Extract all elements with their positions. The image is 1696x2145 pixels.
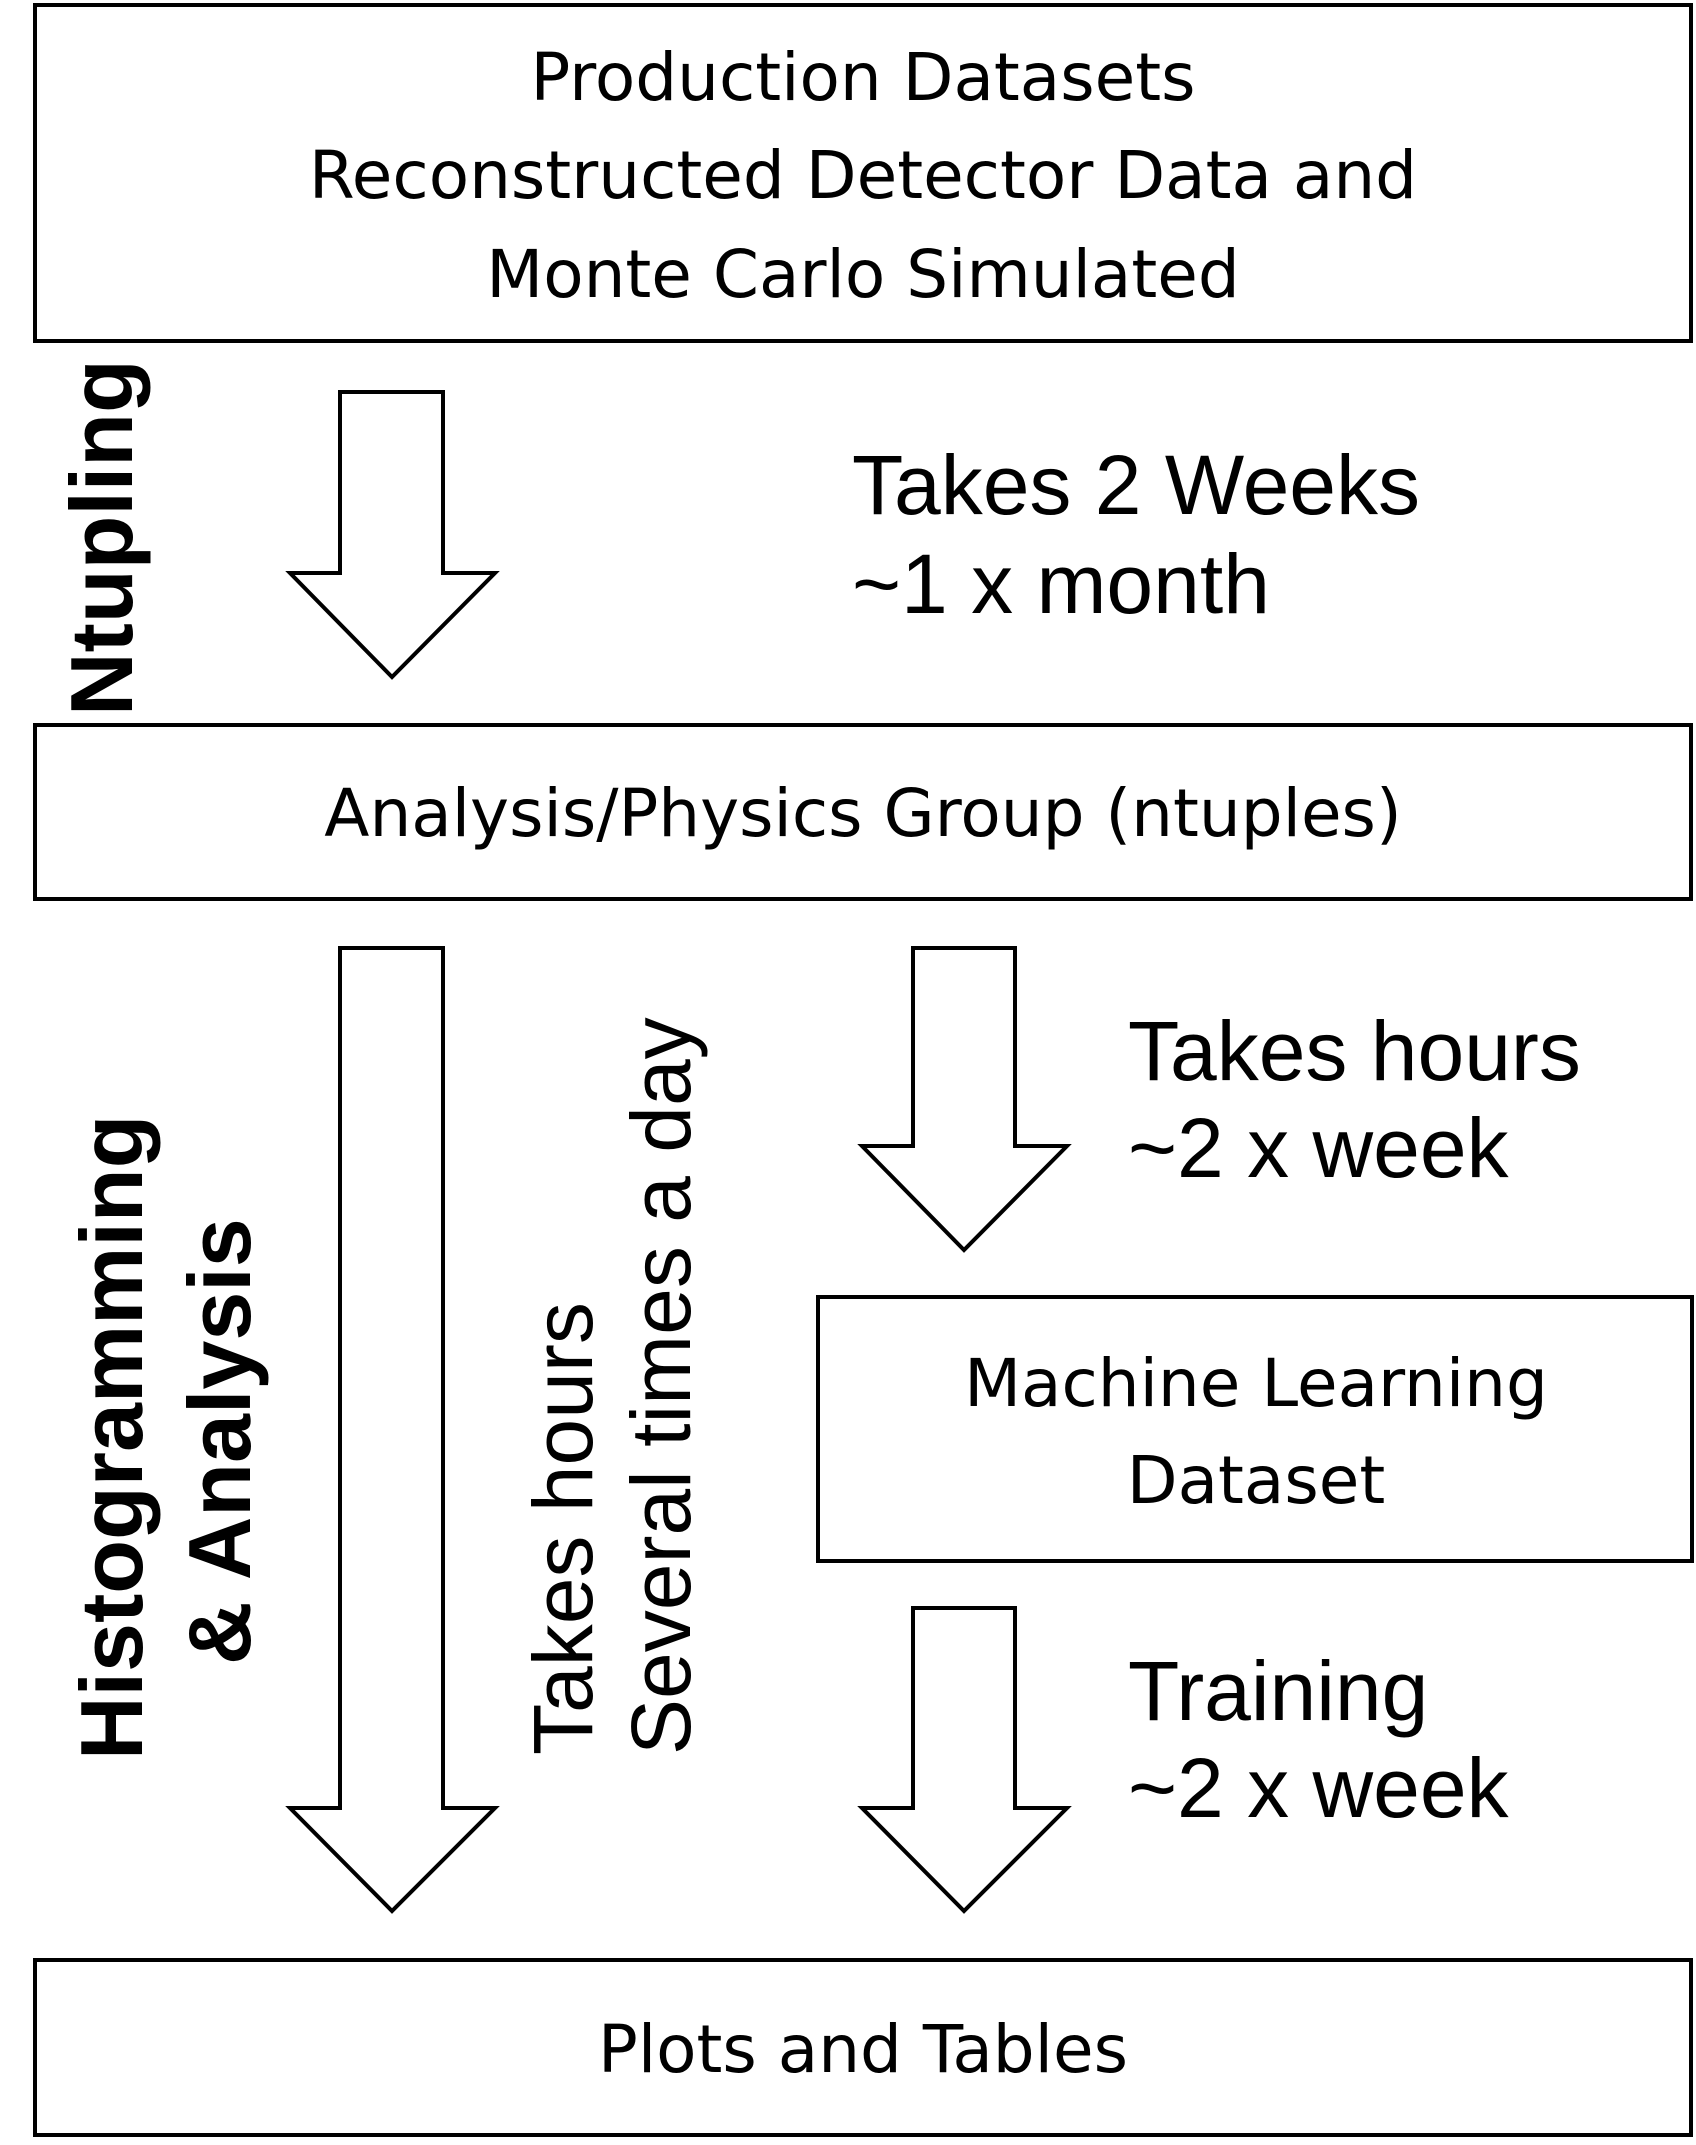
ntupling-arrow	[285, 390, 500, 680]
production-datasets-line1: Production Datasets	[531, 39, 1196, 116]
plots-tables-label: Plots and Tables	[598, 2011, 1128, 2088]
ntupling-time-line1: Takes 2 Weeks	[852, 438, 1420, 532]
histogramming-time-line1: Takes hours	[516, 1302, 610, 1755]
ntupling-time-line2: ~1 x month	[852, 537, 1270, 631]
histogramming-label-line1: Histogramming	[62, 1115, 161, 1760]
histogramming-time-line2: Several times a day	[614, 1017, 708, 1755]
training-time-line2: ~2 x week	[1128, 1741, 1510, 1835]
histogramming-time-note: Takes hours Several times a day	[516, 1017, 708, 1755]
plots-tables-box: Plots and Tables	[33, 1958, 1693, 2137]
ml-prep-arrow	[857, 946, 1072, 1253]
ml-dataset-box: Machine Learning Dataset	[816, 1295, 1694, 1563]
analysis-group-box: Analysis/Physics Group (ntuples)	[33, 723, 1693, 901]
ml-dataset-line2: Dataset	[1127, 1442, 1385, 1519]
histogramming-arrow	[285, 946, 500, 1914]
training-time-line1: Training	[1128, 1644, 1428, 1738]
ntupling-time-note: Takes 2 Weeks ~1 x month	[852, 438, 1420, 631]
production-datasets-line3: Monte Carlo Simulated	[486, 236, 1240, 313]
training-arrow	[857, 1606, 1072, 1914]
ml-prep-time-line1: Takes hours	[1128, 1004, 1581, 1098]
analysis-group-label: Analysis/Physics Group (ntuples)	[324, 775, 1401, 852]
ml-dataset-line1: Machine Learning	[964, 1345, 1548, 1422]
ml-prep-time-line2: ~2 x week	[1128, 1101, 1510, 1195]
training-time-note: Training ~2 x week	[1128, 1644, 1510, 1835]
ml-prep-time-note: Takes hours ~2 x week	[1128, 1004, 1581, 1195]
ntupling-label: Ntupling	[52, 359, 151, 716]
production-datasets-box: Production Datasets Reconstructed Detect…	[33, 3, 1693, 343]
histogramming-label-line2: & Analysis	[170, 1218, 269, 1665]
production-datasets-line2: Reconstructed Detector Data and	[309, 137, 1417, 214]
